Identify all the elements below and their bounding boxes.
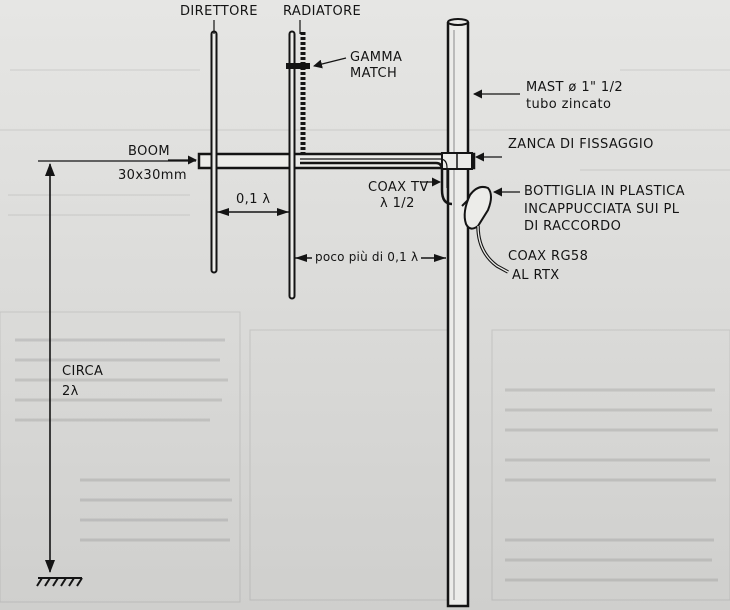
spacing-poco-left-arrow-icon [295,254,307,262]
coax-tv-loop [300,161,453,206]
spacing-poco-right-arrow-icon [434,254,446,262]
label-spacing-01: 0,1 λ [236,192,271,207]
height-arrow-top-icon [45,163,55,176]
label-gamma-line2: MATCH [350,66,398,81]
background-text-lines [15,338,718,582]
label-bottiglia-line1: BOTTIGLIA IN PLASTICA [524,184,685,199]
label-circa-line1: CIRCA [62,364,104,379]
label-bottiglia-line2: INCAPPUCCIATA SUI PL [524,202,680,217]
plastic-bottle [463,185,492,230]
label-circa-line2: 2λ [62,384,79,399]
label-coax-tv-line2: λ 1/2 [380,196,415,211]
label-mast-line1: MAST ø 1" 1/2 [526,80,624,95]
label-coax-rg58-line2: AL RTX [512,268,560,283]
label-bottiglia-line3: DI RACCORDO [524,219,622,234]
label-coax-tv-line1: COAX TV [368,180,429,195]
spacing-01-left-arrow-icon [217,208,229,216]
coax-rg58-cable-inner [477,225,509,273]
label-direttore: DIRETTORE [180,4,258,19]
label-boom-line1: BOOM [128,144,170,159]
spacing-01-right-arrow-icon [277,208,289,216]
bottle-neck [461,199,469,207]
label-boom-line2: 30x30mm [118,168,187,183]
height-arrow-bottom-icon [45,560,55,573]
gamma-leader [313,57,347,69]
gamma-match-clamp [286,63,310,69]
background-print [0,69,730,603]
coax-tv-loop-inner [300,158,448,188]
label-coax-rg58-line1: COAX RG58 [508,249,589,264]
label-zanca: ZANCA DI FISSAGGIO [508,137,654,152]
label-radiatore: RADIATORE [283,4,362,19]
label-spacing-poco: poco più di 0,1 λ [312,250,422,265]
mast [446,18,470,608]
label-mast-line2: tubo zincato [526,97,612,112]
boom [197,152,476,170]
ground-symbol [36,577,83,587]
label-gamma-line1: GAMMA [350,50,403,65]
